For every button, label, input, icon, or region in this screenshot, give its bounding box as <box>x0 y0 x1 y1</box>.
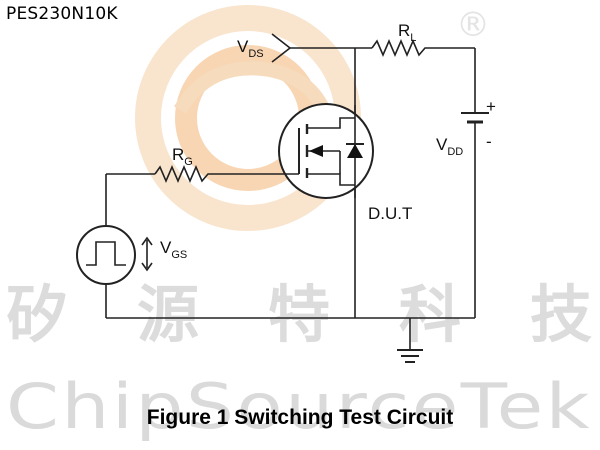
svg-text:VDS: VDS <box>237 37 264 60</box>
ground-symbol <box>397 318 423 363</box>
rl-label: R <box>398 21 410 40</box>
svg-text:RL: RL <box>398 21 416 44</box>
rg-subscript: G <box>184 156 193 168</box>
plus-sign: + <box>486 97 496 116</box>
vgs-arrow <box>141 236 153 272</box>
vgs-label: V <box>160 238 172 257</box>
rl-resistor <box>371 38 475 58</box>
registered-mark: ® <box>456 5 490 45</box>
vdd-subscript: DD <box>447 146 463 158</box>
rl-subscript: L <box>410 32 416 44</box>
vdd-battery <box>461 112 489 124</box>
vds-terminal <box>271 33 372 63</box>
rg-resistor <box>154 164 299 184</box>
vdd-label: V <box>436 135 448 154</box>
mosfet-dut <box>278 103 374 199</box>
figure-caption: Figure 1 Switching Test Circuit <box>146 406 454 429</box>
watermark-chinese: 矽源特科技 <box>6 278 592 351</box>
vgs-subscript: GS <box>171 249 187 261</box>
part-number: PES230N10K <box>6 4 118 24</box>
vds-label: V <box>237 37 249 56</box>
watermark-english: ChipSourceTek <box>6 370 592 443</box>
svg-text:VGS: VGS <box>160 238 187 261</box>
svg-text:VDD: VDD <box>436 135 463 158</box>
minus-sign: - <box>486 132 492 151</box>
svg-text:RG: RG <box>172 145 193 168</box>
vds-subscript: DS <box>248 48 263 60</box>
dut-label: D.U.T <box>368 204 412 223</box>
rg-label: R <box>172 145 184 164</box>
pulse-generator <box>76 225 136 285</box>
